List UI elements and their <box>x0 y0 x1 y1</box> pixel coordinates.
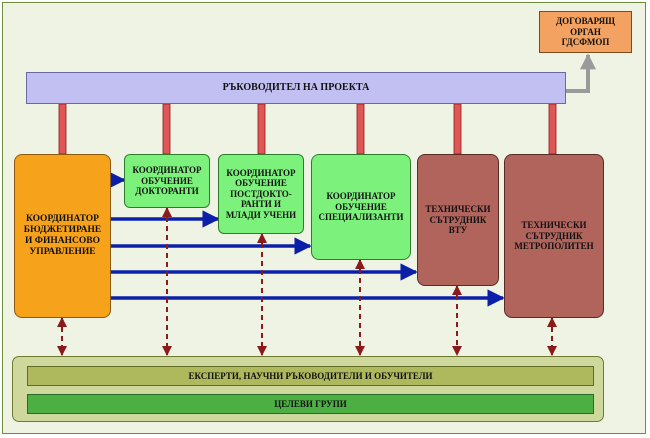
leader-connector-specializants <box>356 103 365 155</box>
leader-connector-postdoc <box>257 103 266 155</box>
specializants-coordinator-label: КООРДИНАТОР ОБУЧЕНИЕ СПЕЦИАЛИЗАНТИ <box>318 191 404 223</box>
leader-connectors <box>58 103 557 155</box>
leader-connector-doctoral <box>162 103 171 155</box>
contracting-body-label: ДОГОВАРЯЩ ОРГАН ГДСФМОП <box>555 16 616 48</box>
postdoc-coordinator-label: КООРДИНАТОР ОБУЧЕНИЕ ПОСТДОКТО- РАНТИ И … <box>225 168 297 220</box>
experts-bar: ЕКСПЕРТИ, НАУЧНИ РЪКОВОДИТЕЛИ И ОБУЧИТЕЛ… <box>27 366 594 386</box>
doctoral-coordinator-label: КООРДИНАТОР ОБУЧЕНИЕ ДОКТОРАНТИ <box>132 165 202 197</box>
dashed-arrows <box>57 207 557 356</box>
budget-coordinator-label: КООРДИНАТОР БЮДЖЕТИРАНЕ И ФИНАНСОВО УПРА… <box>23 214 102 257</box>
experts-bar-label: ЕКСПЕРТИ, НАУЧНИ РЪКОВОДИТЕЛИ И ОБУЧИТЕЛ… <box>188 370 433 381</box>
doctoral-coordinator-box: КООРДИНАТОР ОБУЧЕНИЕ ДОКТОРАНТИ <box>124 154 210 208</box>
tech-assistant-metro-label: ТЕХНИЧЕСКИ СЪТРУДНИК МЕТРОПОЛИТЕН <box>514 220 594 252</box>
tech-assistant-vtu-label: ТЕХНИЧЕСКИ СЪТРУДНИК ВТУ <box>425 204 491 236</box>
gray-arrow-to-contracting-body <box>566 53 596 93</box>
project-leader-box: РЪКОВОДИТЕЛ НА ПРОЕКТА <box>26 72 566 104</box>
tech-assistant-metro-box: ТЕХНИЧЕСКИ СЪТРУДНИК МЕТРОПОЛИТЕН <box>504 154 604 318</box>
leader-connector-metro <box>548 103 557 155</box>
target-groups-bar-label: ЦЕЛЕВИ ГРУПИ <box>274 398 347 409</box>
target-groups-bar: ЦЕЛЕВИ ГРУПИ <box>27 394 594 414</box>
leader-connector-budget <box>58 103 67 155</box>
contracting-body-box: ДОГОВАРЯЩ ОРГАН ГДСФМОП <box>539 11 632 53</box>
tech-assistant-vtu-box: ТЕХНИЧЕСКИ СЪТРУДНИК ВТУ <box>417 154 499 286</box>
leader-connector-vtu <box>453 103 462 155</box>
project-leader-label: РЪКОВОДИТЕЛ НА ПРОЕКТА <box>222 82 370 94</box>
specializants-coordinator-box: КООРДИНАТОР ОБУЧЕНИЕ СПЕЦИАЛИЗАНТИ <box>311 154 411 260</box>
budget-coordinator-box: КООРДИНАТОР БЮДЖЕТИРАНЕ И ФИНАНСОВО УПРА… <box>14 154 111 318</box>
postdoc-coordinator-box: КООРДИНАТОР ОБУЧЕНИЕ ПОСТДОКТО- РАНТИ И … <box>218 154 304 234</box>
